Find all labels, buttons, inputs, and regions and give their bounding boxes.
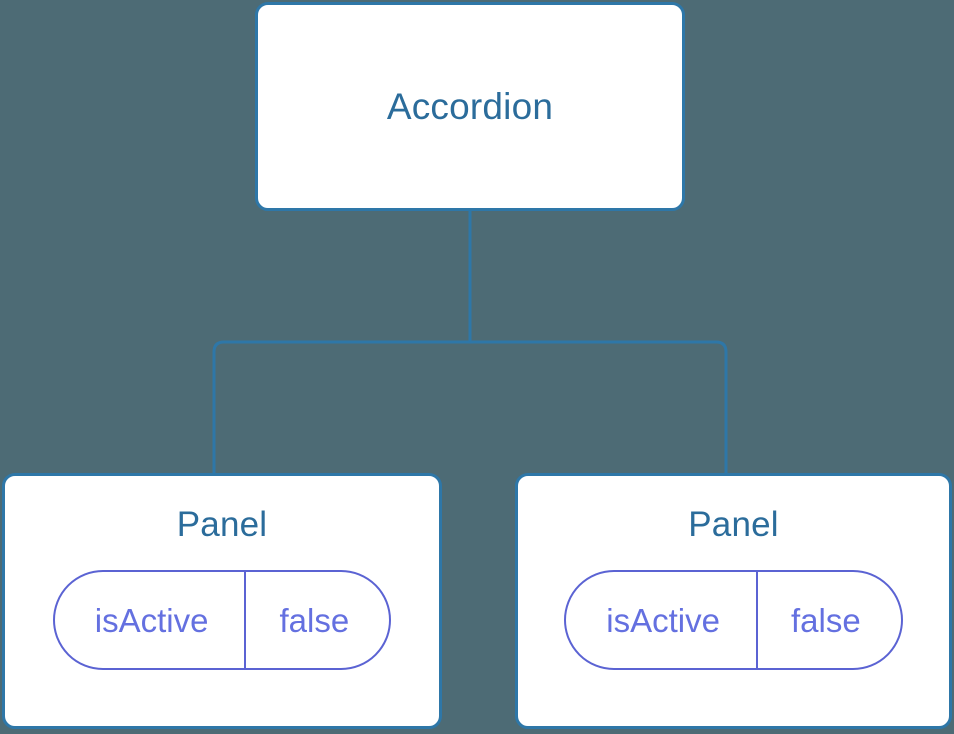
node-panel-1-state-value: false bbox=[279, 601, 350, 639]
node-panel-2-state-value: false bbox=[790, 601, 861, 639]
node-panel-2-state-badge[interactable]: isActive false bbox=[564, 570, 903, 670]
node-panel-2-title: Panel bbox=[688, 505, 779, 544]
node-panel-1-state-key: isActive bbox=[55, 572, 247, 668]
node-accordion-title: Accordion bbox=[386, 86, 554, 127]
node-accordion[interactable]: Accordion bbox=[255, 2, 685, 211]
node-panel-1[interactable]: Panel isActive false bbox=[2, 473, 442, 729]
node-panel-2-state-key: isActive bbox=[566, 572, 758, 668]
node-panel-1-state-badge[interactable]: isActive false bbox=[52, 570, 392, 670]
node-panel-1-title: Panel bbox=[176, 505, 268, 544]
connector-branch-left bbox=[212, 340, 470, 476]
connector-branch-right bbox=[470, 340, 728, 476]
node-panel-2[interactable]: Panel isActive false bbox=[515, 473, 952, 729]
